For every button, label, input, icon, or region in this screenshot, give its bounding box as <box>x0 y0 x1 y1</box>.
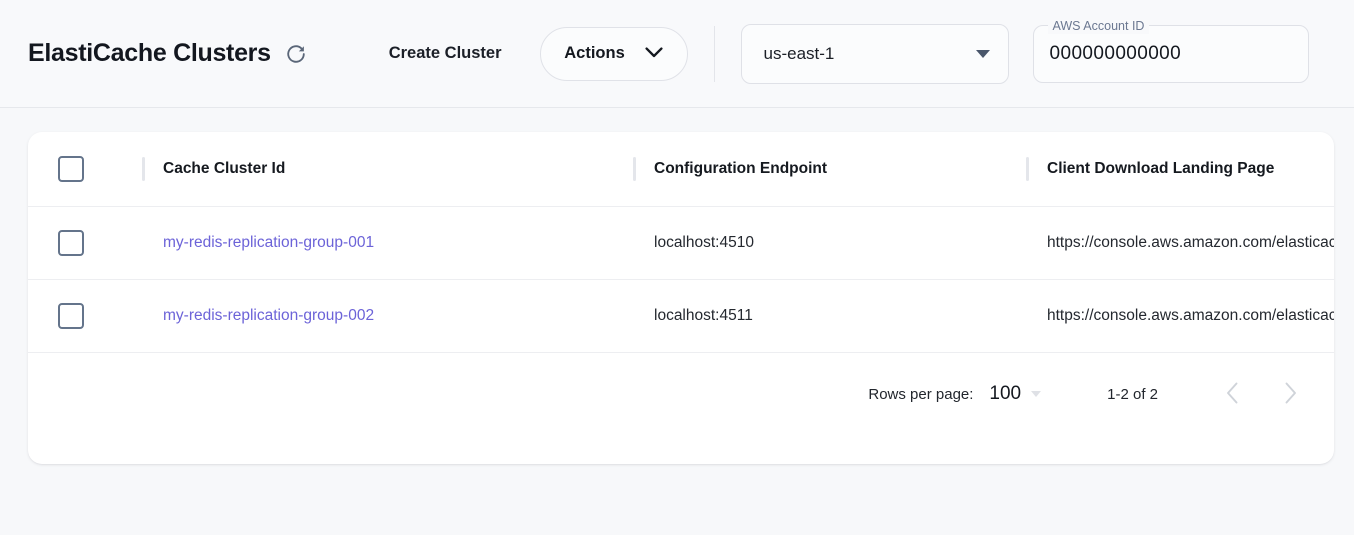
cell-configuration-endpoint: localhost:4511 <box>654 307 753 324</box>
table-header-row: Cache Cluster Id Configuration Endpoint … <box>28 132 1334 206</box>
cell-configuration-endpoint: localhost:4510 <box>654 234 754 251</box>
content-area: Cache Cluster Id Configuration Endpoint … <box>0 108 1354 535</box>
cluster-id-link[interactable]: my-redis-replication-group-002 <box>163 307 375 324</box>
chevron-left-icon <box>1226 382 1239 407</box>
header-divider <box>713 25 715 82</box>
cell-client-download-landing-page: https://console.aws.amazon.com/elasticac… <box>1047 307 1334 324</box>
cell-cache-cluster-id: my-redis-replication-group-001 <box>163 234 633 252</box>
refresh-icon[interactable] <box>279 37 313 71</box>
chevron-right-icon <box>1284 382 1297 407</box>
actions-button-label: Actions <box>564 44 625 62</box>
cell-client-download-landing-page: https://console.aws.amazon.com/elasticac… <box>1047 234 1334 251</box>
column-header-cache-cluster-id[interactable]: Cache Cluster Id <box>163 160 286 177</box>
triangle-down-icon <box>975 49 990 58</box>
select-all-cell <box>58 156 142 182</box>
cell-cache-cluster-id: my-redis-replication-group-002 <box>163 307 633 325</box>
clusters-table-card: Cache Cluster Id Configuration Endpoint … <box>28 132 1334 464</box>
create-cluster-button[interactable]: Create Cluster <box>385 36 506 71</box>
row-checkbox[interactable] <box>58 230 84 256</box>
region-select[interactable]: us-east-1 <box>740 23 1009 84</box>
previous-page-button[interactable] <box>1210 372 1254 416</box>
row-select-cell <box>58 230 142 256</box>
region-select-value: us-east-1 <box>763 43 835 63</box>
column-divider <box>633 157 636 181</box>
table-row[interactable]: my-redis-replication-group-002 localhost… <box>28 279 1334 352</box>
rows-per-page-value[interactable]: 100 <box>989 383 1022 404</box>
actions-button[interactable]: Actions <box>539 26 688 81</box>
row-select-cell <box>58 303 142 329</box>
column-divider <box>142 157 145 181</box>
rows-per-page-caret-icon[interactable] <box>1031 391 1042 397</box>
row-checkbox[interactable] <box>58 303 84 329</box>
app-header: ElastiCache Clusters Create Cluster Acti… <box>0 0 1354 108</box>
pagination-bar: Rows per page: 100 1-2 of 2 <box>28 372 1334 416</box>
cluster-id-link[interactable]: my-redis-replication-group-001 <box>163 234 375 251</box>
rows-per-page-label: Rows per page: <box>868 385 974 403</box>
column-header-configuration-endpoint[interactable]: Configuration Endpoint <box>654 160 828 177</box>
aws-account-id-label: AWS Account ID <box>1047 17 1150 34</box>
table-row[interactable]: my-redis-replication-group-001 localhost… <box>28 206 1334 279</box>
aws-account-id-input[interactable] <box>1049 42 1292 65</box>
next-page-button[interactable] <box>1268 372 1312 416</box>
table-bottom-rule <box>28 352 1334 353</box>
column-divider <box>1026 157 1029 181</box>
chevron-down-icon <box>645 46 663 61</box>
aws-account-id-field[interactable]: AWS Account ID <box>1032 17 1309 83</box>
pagination-range-label: 1-2 of 2 <box>1107 385 1158 403</box>
select-all-checkbox[interactable] <box>58 156 84 182</box>
column-header-client-download-landing-page[interactable]: Client Download Landing Page <box>1047 160 1275 177</box>
page-title: ElastiCache Clusters <box>28 39 271 67</box>
